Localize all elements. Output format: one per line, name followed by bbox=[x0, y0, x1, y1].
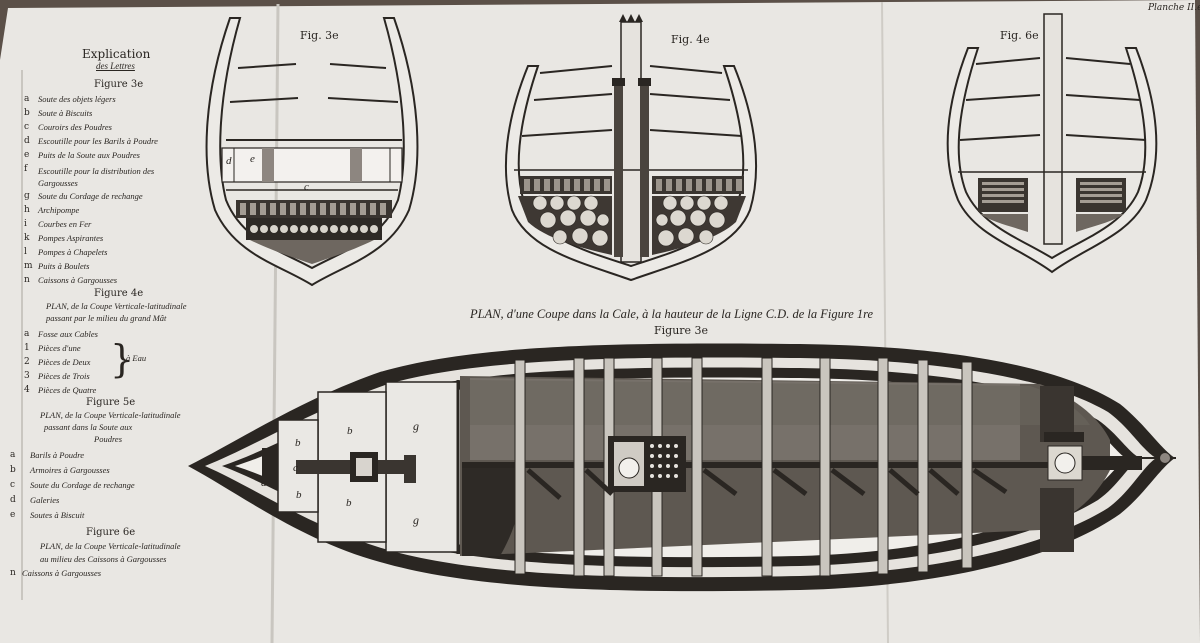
legend-key: h bbox=[24, 205, 30, 215]
legend-key: f bbox=[24, 164, 28, 174]
legend-heading: Figure 4e bbox=[94, 288, 144, 299]
legend-text: Archipompe bbox=[38, 205, 80, 215]
plan-letter-b: b bbox=[296, 489, 302, 501]
legend-text: Fosse aux Cables bbox=[38, 329, 98, 339]
legend-text: Soute du Cordage de rechange bbox=[38, 191, 143, 201]
legend-text: Soute à Biscuits bbox=[38, 108, 93, 118]
legend-text: Pompes Aspirantes bbox=[38, 233, 104, 243]
legend-bracket-label: à Eau bbox=[126, 353, 147, 363]
legend-text: Couroirs des Poudres bbox=[38, 122, 112, 132]
legend-key: l bbox=[24, 247, 27, 257]
figure-6-section bbox=[946, 13, 1158, 274]
plan-letter-a: a bbox=[261, 477, 267, 489]
legend-key: a bbox=[24, 329, 30, 339]
fig3-letter-d: d bbox=[226, 155, 232, 167]
legend-text: Galeries bbox=[30, 495, 60, 505]
fig6-label: Fig. 6e bbox=[1000, 29, 1039, 42]
legend-bracket: } bbox=[110, 337, 135, 381]
legend-key: i bbox=[24, 219, 27, 229]
plate-number: Planche II.e bbox=[1148, 3, 1200, 13]
legend-key: e bbox=[24, 150, 30, 160]
legend-text: Pièces d'une bbox=[38, 343, 81, 353]
figure-3-section bbox=[205, 17, 419, 287]
legend-text: Soute des objets légers bbox=[38, 94, 116, 104]
legend-key: 4 bbox=[24, 385, 30, 395]
legend-key: e bbox=[10, 510, 16, 520]
legend-key: n bbox=[24, 275, 30, 285]
legend-text: Puits à Boulets bbox=[38, 261, 90, 271]
legend-text: Courbes en Fer bbox=[38, 219, 92, 229]
plan-subtitle: Figure 3e bbox=[654, 324, 709, 337]
legend-caption: PLAN, de la Coupe Verticale-latitudinale bbox=[46, 301, 187, 311]
plan-letter-c: c bbox=[293, 462, 298, 474]
legend-text: Soutes à Biscuit bbox=[30, 510, 85, 520]
plan-letter-b: b bbox=[295, 437, 301, 449]
legend-caption: passant dans la Soute aux bbox=[44, 422, 133, 432]
legend-text: Armoires à Gargousses bbox=[30, 465, 110, 475]
legend-subtitle: des Lettres bbox=[96, 61, 135, 71]
legend-text: Escoutille pour les Barils à Poudre bbox=[38, 136, 158, 146]
legend-key: b bbox=[10, 465, 16, 475]
plan-letter-g: g bbox=[413, 513, 419, 527]
legend-key: b bbox=[24, 108, 30, 118]
legend-key: 1 bbox=[24, 343, 30, 353]
legend-key: c bbox=[10, 480, 16, 490]
legend-key: 3 bbox=[24, 371, 30, 381]
legend-text: Pompes à Chapelets bbox=[38, 247, 108, 257]
legend-text: Soute du Cordage de rechange bbox=[30, 480, 135, 490]
legend-key: a bbox=[24, 94, 30, 104]
legend-caption: au milieu des Caissons à Gargousses bbox=[40, 554, 167, 564]
legend-text: Caissons à Gargousses bbox=[38, 275, 118, 285]
legend-heading: Figure 5e bbox=[86, 397, 136, 408]
legend-caption: passant par le milieu du grand Mât bbox=[46, 313, 167, 323]
legend-text: Pièces de Quatre bbox=[38, 385, 97, 395]
legend-text: Caissons à Gargousses bbox=[22, 568, 102, 578]
fig3-letter-c: c bbox=[304, 181, 309, 193]
legend-caption: Poudres bbox=[94, 434, 123, 444]
legend-heading: Figure 3e bbox=[94, 79, 144, 90]
legend-heading: Figure 6e bbox=[86, 527, 136, 538]
legend-key: n bbox=[10, 568, 16, 578]
legend-text: Escoutille pour la distribution des Garg… bbox=[38, 166, 155, 188]
legend-key: c bbox=[24, 122, 30, 132]
plan-letter-g: g bbox=[413, 419, 419, 433]
legend-text: Pièces de Trois bbox=[38, 371, 90, 381]
legend-caption: PLAN, de la Coupe Verticale-latitudinale bbox=[40, 410, 181, 420]
legend-key: a bbox=[10, 450, 16, 460]
fig4-label: Fig. 4e bbox=[671, 33, 710, 46]
legend-text: Puits de la Soute aux Poudres bbox=[38, 150, 140, 160]
legend-key: d bbox=[10, 495, 16, 505]
fig3-letter-e: e bbox=[250, 153, 255, 165]
legend-key: 2 bbox=[24, 357, 30, 367]
plan-title: PLAN, d'une Coupe dans la Cale, à la hau… bbox=[470, 307, 874, 321]
legend-text: Pièces de Deux bbox=[38, 357, 91, 367]
legend-key: m bbox=[24, 261, 33, 271]
legend-key: k bbox=[24, 233, 30, 243]
legend-key: d bbox=[24, 136, 30, 146]
fold-line bbox=[270, 3, 280, 643]
legend-key: g bbox=[24, 191, 30, 201]
legend-caption: PLAN, de la Coupe Verticale-latitudinale bbox=[40, 541, 181, 551]
plan-letter-b: b bbox=[346, 497, 352, 509]
plan-letter-b: b bbox=[347, 425, 353, 437]
legend-title: Explication bbox=[82, 47, 151, 61]
figure-4-section bbox=[504, 14, 758, 282]
fig3-label: Fig. 3e bbox=[300, 29, 339, 42]
legend-text: Barils à Poudre bbox=[30, 450, 84, 460]
hold-plan bbox=[188, 343, 1176, 592]
